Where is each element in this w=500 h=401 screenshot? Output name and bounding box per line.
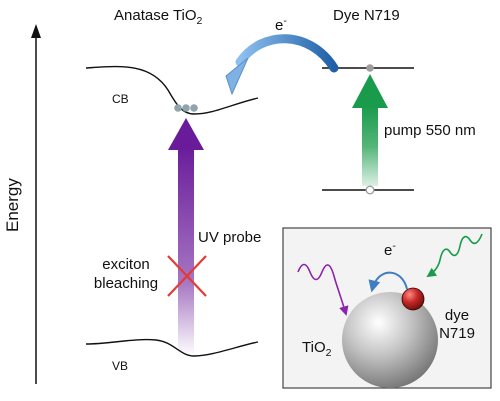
inset-tio2-base: TiO: [302, 339, 326, 356]
dye-excited-electron: [366, 64, 374, 72]
inset-electron-label: e-: [384, 241, 396, 258]
energy-axis-arrowhead: [31, 24, 41, 38]
dye-ground-hole: [365, 185, 375, 195]
dye-sphere: [401, 287, 425, 311]
uv-probe-arrow-shaft: [178, 146, 194, 356]
inset-tio2-label: TiO2: [302, 340, 331, 359]
inset-pump-photon-wave: [426, 233, 483, 278]
pump-label: pump 550 nm: [384, 122, 476, 139]
energy-axis-label: Energy: [3, 178, 22, 232]
pump-arrow-shaft: [362, 106, 378, 186]
bleaching-cross-line: [167, 255, 207, 297]
electron-label-base: e: [275, 17, 284, 34]
uv-probe-label: UV probe: [198, 229, 262, 246]
cb-electron-dot: [190, 104, 198, 112]
tio2-title: Anatase TiO2: [114, 8, 202, 27]
cb-electron-dot: [174, 104, 182, 112]
inset-dye-label: dye N719: [432, 308, 482, 341]
exciton-bleaching-line1: exciton: [102, 256, 150, 273]
electron-transfer-arrow-body: [235, 34, 339, 73]
cb-label: CB: [112, 92, 129, 106]
valence-band-curve: [85, 338, 259, 357]
inset-dye-line1: dye: [444, 307, 470, 324]
inset-uv-photon-wave: [297, 263, 349, 316]
tio2-title-text: Anatase TiO: [114, 7, 197, 24]
exciton-bleaching-line2: bleaching: [93, 275, 159, 292]
inset-electron-sup: -: [392, 240, 396, 252]
dye-title: Dye N719: [333, 7, 400, 24]
pump-arrowhead: [352, 74, 388, 108]
inset-electron-base: e: [384, 242, 393, 259]
inset-dye-line2: N719: [439, 325, 475, 342]
exciton-bleaching-label: exciton bleaching: [86, 257, 166, 291]
inset-electron-transfer-arrow: [368, 271, 408, 293]
uv-probe-arrowhead: [168, 118, 204, 150]
tio2-title-subscript: 2: [196, 15, 203, 27]
cb-electron-dot: [182, 104, 190, 112]
tio2-sphere: [342, 292, 438, 388]
inset-tio2-sub: 2: [325, 347, 332, 359]
electron-label: e-: [275, 16, 287, 33]
vb-label: VB: [112, 359, 129, 373]
electron-label-sup: -: [283, 15, 287, 27]
electron-transfer-arrowhead: [225, 57, 249, 96]
